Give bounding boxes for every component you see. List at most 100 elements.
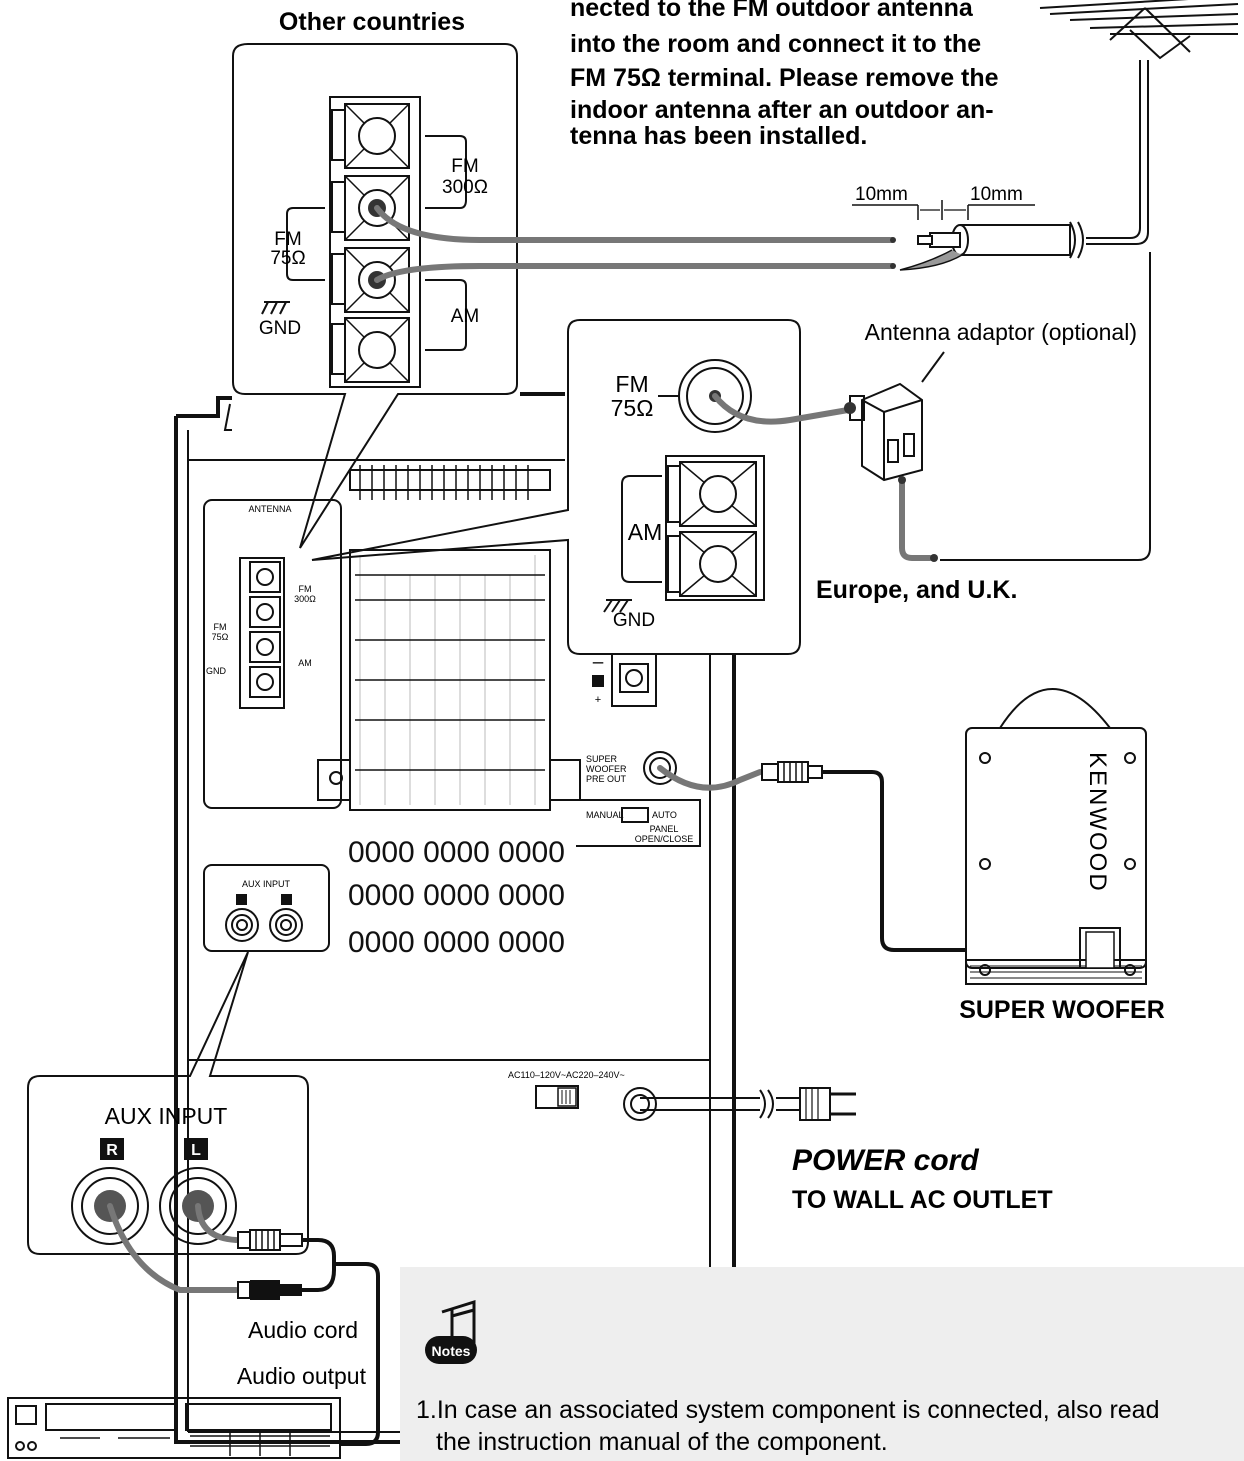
terminal-4 <box>344 317 410 383</box>
eu-am-terminal-block <box>665 455 765 601</box>
small-fm75-label: FM <box>214 622 227 632</box>
antenna-adaptor-icon <box>849 382 923 482</box>
instruction-line-4: indoor antenna after an outdoor an- <box>570 96 994 124</box>
aux-r-text: R <box>106 1142 118 1159</box>
fm75-bracket <box>286 207 325 281</box>
notes-icon: Notes <box>425 1299 477 1364</box>
notes-icon-label: Notes <box>432 1343 471 1359</box>
adaptor-label: Antenna adaptor (optional) <box>865 319 1137 345</box>
aux-l-badge-small <box>281 894 292 905</box>
panel-label: PANEL <box>650 824 679 834</box>
instruction-line-5: tenna has been installed. <box>570 122 867 150</box>
ac110-label: AC110–120V~ <box>508 1070 566 1080</box>
woofer-brand-label: KENWOOD <box>1084 752 1111 893</box>
rca-plug-white <box>237 1229 303 1251</box>
audio-output-cable <box>334 1262 380 1446</box>
fm-label-75: FM <box>274 229 301 250</box>
small-fm-label: FM <box>299 584 312 594</box>
super-woofer-unit-icon <box>965 688 1147 985</box>
aux-input-small-label: AUX INPUT <box>242 879 291 889</box>
aux-r-badge: R <box>100 1138 124 1160</box>
svg-text:0000 0000 0000: 0000 0000 0000 <box>348 879 565 912</box>
external-deck-icon <box>7 1397 341 1459</box>
ohm75-label: 75Ω <box>270 248 305 269</box>
strip-length-b: 10mm <box>970 184 1023 205</box>
rca-plug-woofer <box>761 761 823 783</box>
super-woofer-l2: WOOFER <box>586 764 627 774</box>
antenna-panel <box>203 499 342 809</box>
heat-sink <box>317 465 581 811</box>
ground-wire <box>940 252 1151 561</box>
aux-r-jack <box>71 1167 149 1245</box>
audio-output-label: Audio output <box>237 1363 367 1389</box>
speaker-r-badge <box>592 675 604 687</box>
adaptor-lead <box>899 477 933 561</box>
aux-small-jacks <box>225 908 303 942</box>
ohm300-label: 300Ω <box>442 177 488 198</box>
notes-panel <box>400 1267 1244 1461</box>
coax-cable-icon <box>852 200 1084 271</box>
super-woofer-l1: SUPER <box>586 754 618 764</box>
auto-label: AUTO <box>652 810 677 820</box>
power-cord-title: POWER cord <box>792 1144 979 1177</box>
terminal-1 <box>344 103 410 169</box>
instruction-line-1: nected to the FM outdoor antenna <box>570 0 974 22</box>
eu-am-label: AM <box>628 519 663 545</box>
small-gnd-label: GND <box>206 666 227 676</box>
rca-plug-black <box>237 1280 302 1300</box>
panel-switch <box>621 807 649 823</box>
aux-input-panel <box>203 864 330 952</box>
woofer-input-cable <box>822 770 966 952</box>
am-bracket <box>425 279 467 351</box>
gnd-label: GND <box>259 318 301 339</box>
eu-ground-symbol-icon <box>603 599 632 613</box>
eu-ohm75-label: 75Ω <box>611 395 654 421</box>
small-ohm300-label: 300Ω <box>294 594 316 604</box>
audio-cord-label: Audio cord <box>248 1317 358 1343</box>
fm300-bracket <box>425 135 467 209</box>
europe-label: Europe, and U.K. <box>816 576 1017 604</box>
switch-panel <box>576 799 701 847</box>
aux-callout <box>27 951 309 1255</box>
other-countries-heading: Other countries <box>279 8 465 36</box>
small-terminal-block <box>239 557 285 709</box>
instruction-text: nected to the FM outdoor antenna into th… <box>570 0 999 150</box>
instruction-line-2: into the room and connect it to the <box>570 30 981 58</box>
super-woofer-l3: PRE OUT <box>586 774 627 784</box>
super-woofer-jack <box>643 751 677 785</box>
fm-label-300: FM <box>451 156 478 177</box>
audio-r-cable <box>107 1203 239 1293</box>
speaker-plus-label: + <box>595 694 601 706</box>
downlead-wire <box>1086 160 1141 239</box>
europe-callout <box>311 319 801 655</box>
eu-gnd-label: GND <box>613 610 655 631</box>
svg-text:0000 0000 0000: 0000 0000 0000 <box>348 836 565 869</box>
small-am-label: AM <box>298 658 312 668</box>
woofer-cable <box>657 765 763 791</box>
power-cord-subtitle: TO WALL AC OUTLET <box>792 1186 1053 1214</box>
svg-text:0000 0000 0000: 0000 0000 0000 <box>348 926 565 959</box>
coax-shield-wire <box>374 263 895 283</box>
super-woofer-label: SUPER WOOFER <box>959 996 1165 1024</box>
speaker-terminal <box>611 653 657 707</box>
eu-fm-label: FM <box>615 371 648 397</box>
audio-l-cable <box>195 1203 239 1243</box>
note-1-line-1: 1.In case an associated system component… <box>416 1396 1159 1424</box>
aux-r-badge-small <box>236 894 247 905</box>
strip-length-a: 10mm <box>855 184 908 205</box>
aux-callout-title: AUX INPUT <box>105 1103 228 1129</box>
small-ohm75-label: 75Ω <box>212 632 229 642</box>
note-1-line-2: the instruction manual of the component. <box>436 1428 888 1456</box>
power-cord-icon <box>623 1087 856 1121</box>
speaker-minus-label: – <box>593 652 604 673</box>
instruction-line-3: FM 75Ω terminal. Please remove the <box>570 64 999 92</box>
antenna-small-label: ANTENNA <box>248 504 291 514</box>
aux-l-text: L <box>191 1142 201 1159</box>
am-label: AM <box>451 306 480 327</box>
voltage-selector <box>535 1085 579 1109</box>
ac220-label: AC220–240V~ <box>566 1070 625 1080</box>
manual-label: MANUAL <box>586 810 624 820</box>
open-close-label: OPEN/CLOSE <box>635 834 694 844</box>
adaptor-cable <box>712 393 851 425</box>
